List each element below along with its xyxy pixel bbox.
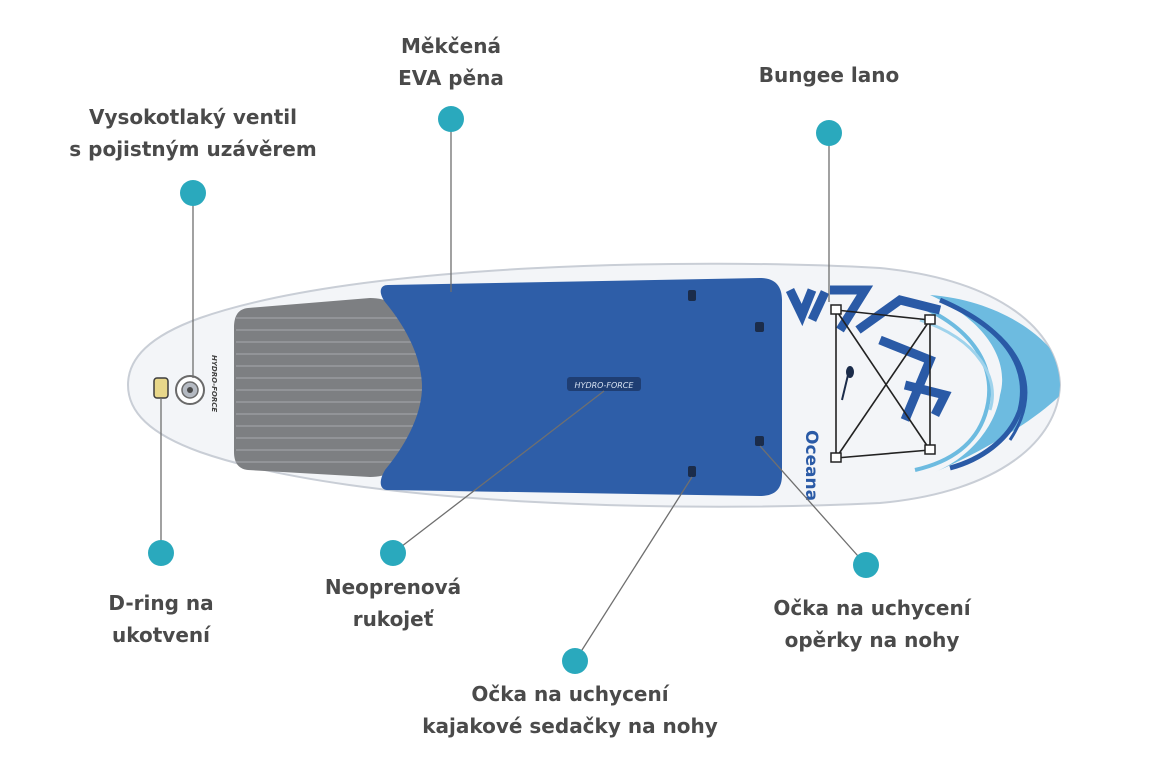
handle-brand-text: HYDRO-FORCE: [575, 381, 635, 390]
bungee-cord: [835, 309, 931, 459]
eyelet-kayak-top: [688, 290, 696, 301]
label-handle: Neoprenová rukojeť: [324, 575, 462, 631]
callout-dot-bungee: [816, 120, 842, 146]
neoprene-handle: [567, 377, 641, 391]
label-kayak: Očka na uchycení kajakové sedačky na noh…: [422, 682, 718, 738]
label-dring: D-ring na ukotvení: [108, 591, 214, 647]
board-brand-text: Oceana: [801, 430, 821, 501]
leader-line-footrest: [759, 445, 867, 566]
label-bungee: Bungee lano: [758, 63, 900, 87]
d-ring-icon: [153, 377, 169, 399]
callout-dot-eva: [438, 106, 464, 132]
callout-dots: [148, 106, 879, 674]
paddle-icon: [841, 366, 854, 401]
label-valve: Vysokotlaký ventil s pojistným uzávěrem: [69, 105, 317, 161]
label-footrest: Očka na uchycení opěrky na nohy: [773, 596, 971, 652]
callout-dot-handle: [380, 540, 406, 566]
callout-dot-footrest: [853, 552, 879, 578]
eyelet-kayak-bottom: [688, 466, 696, 477]
deck-eyelets: [688, 290, 764, 477]
traction-pad-grooves: [236, 317, 426, 463]
bungee-anchors: [830, 304, 936, 463]
callout-dot-dring: [148, 540, 174, 566]
leader-lines: [160, 119, 867, 662]
leader-line-handle: [392, 390, 605, 554]
callout-dot-valve: [180, 180, 206, 206]
tail-brand-text: HYDRO-FORCE: [210, 355, 218, 412]
eyelet-footrest-bottom: [755, 436, 764, 446]
nose-graphics: [904, 295, 1060, 472]
eyelet-footrest-top: [755, 322, 764, 332]
leader-line-kayak: [574, 476, 693, 662]
callout-dot-kayak: [562, 648, 588, 674]
label-eva: Měkčená EVA pěna: [398, 34, 504, 90]
